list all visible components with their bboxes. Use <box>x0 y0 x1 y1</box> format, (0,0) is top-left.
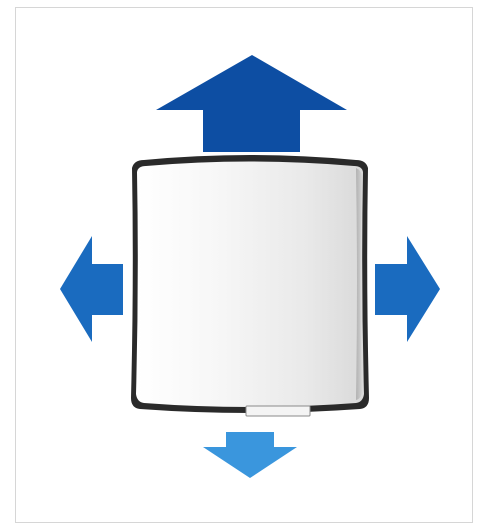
arrow-up-icon <box>156 55 347 152</box>
arrow-left-icon <box>60 236 123 342</box>
arrow-down-icon <box>203 432 297 478</box>
device-face <box>136 161 364 407</box>
device-body <box>131 155 369 417</box>
device-edge-shade <box>356 168 362 400</box>
device-bottom-tab <box>245 405 311 417</box>
arrow-right-icon <box>375 236 440 342</box>
